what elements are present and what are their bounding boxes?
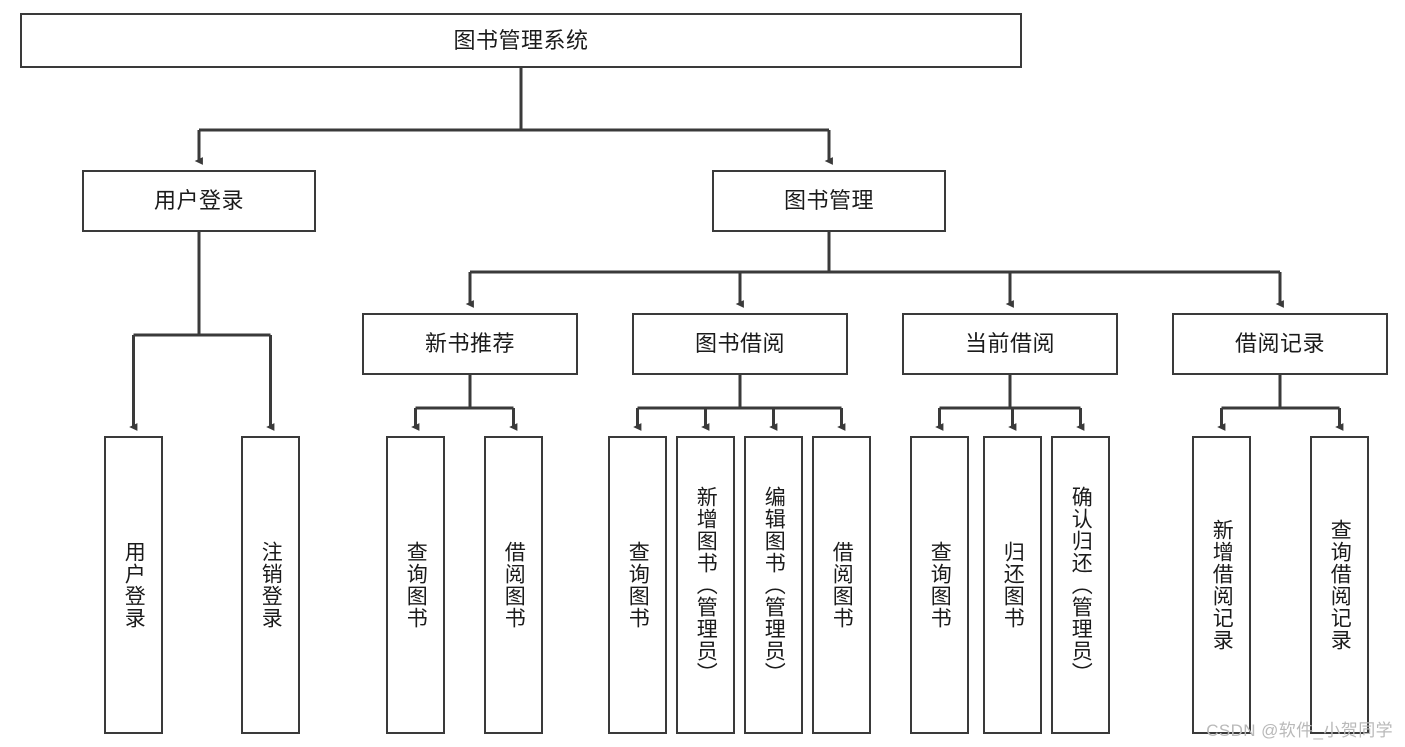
node-label: 查询图书	[928, 541, 952, 629]
node-label: 借阅图书	[502, 541, 526, 629]
node-label: 当前借阅	[964, 331, 1055, 357]
node-leaf-leaf-rec-query[interactable]: 查询图书	[386, 436, 445, 734]
node-label: 用户登录	[122, 541, 146, 629]
node-level2-user-login[interactable]: 用户登录	[82, 170, 316, 232]
node-label: 查询图书	[404, 541, 428, 629]
node-label: 借阅记录	[1234, 331, 1325, 357]
node-label: 编辑图书（管理员）	[762, 486, 786, 684]
node-leaf-leaf-borrow-query[interactable]: 查询图书	[608, 436, 667, 734]
node-label: 图书管理系统	[453, 27, 589, 53]
node-leaf-leaf-borrow-add[interactable]: 新增图书（管理员）	[676, 436, 735, 734]
node-level3-new-book-rec[interactable]: 新书推荐	[362, 313, 578, 375]
node-label: 用户登录	[153, 188, 244, 214]
node-label: 新书推荐	[424, 331, 515, 357]
node-leaf-leaf-borrow-borrow[interactable]: 借阅图书	[812, 436, 871, 734]
node-label: 查询借阅记录	[1328, 519, 1352, 651]
watermark-text: CSDN @软件_小贺同学	[1206, 721, 1393, 740]
node-leaf-leaf-current-return[interactable]: 归还图书	[983, 436, 1042, 734]
node-leaf-leaf-record-add[interactable]: 新增借阅记录	[1192, 436, 1251, 734]
node-label: 新增图书（管理员）	[694, 486, 718, 684]
node-leaf-leaf-borrow-edit[interactable]: 编辑图书（管理员）	[744, 436, 803, 734]
node-root-root[interactable]: 图书管理系统	[20, 13, 1022, 68]
node-label: 新增借阅记录	[1210, 519, 1234, 651]
node-leaf-leaf-user-login[interactable]: 用户登录	[104, 436, 163, 734]
node-leaf-leaf-user-logout[interactable]: 注销登录	[241, 436, 300, 734]
node-label: 查询图书	[626, 541, 650, 629]
node-leaf-leaf-rec-borrow[interactable]: 借阅图书	[484, 436, 543, 734]
node-label: 归还图书	[1001, 541, 1025, 629]
node-label: 注销登录	[259, 541, 283, 629]
node-leaf-leaf-current-query[interactable]: 查询图书	[910, 436, 969, 734]
node-leaf-leaf-record-query[interactable]: 查询借阅记录	[1310, 436, 1369, 734]
node-level3-current-borrow[interactable]: 当前借阅	[902, 313, 1118, 375]
node-label: 确认归还（管理员）	[1069, 486, 1093, 684]
node-label: 借阅图书	[830, 541, 854, 629]
node-level3-book-borrow[interactable]: 图书借阅	[632, 313, 848, 375]
node-leaf-leaf-current-confirm[interactable]: 确认归还（管理员）	[1051, 436, 1110, 734]
node-level3-borrow-record[interactable]: 借阅记录	[1172, 313, 1388, 375]
node-level2-book-manage[interactable]: 图书管理	[712, 170, 946, 232]
node-label: 图书管理	[783, 188, 874, 214]
node-label: 图书借阅	[694, 331, 785, 357]
